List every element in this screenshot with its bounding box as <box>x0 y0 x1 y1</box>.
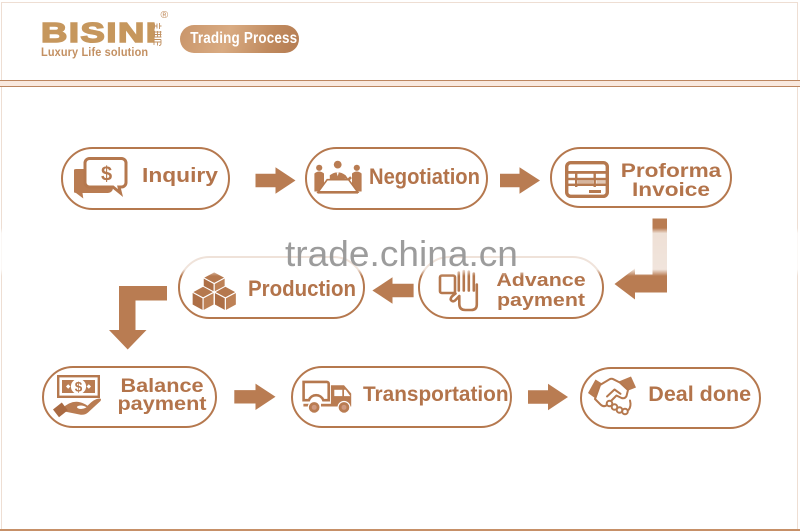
svg-text:$: $ <box>75 379 83 394</box>
svg-text:$: $ <box>101 164 112 186</box>
